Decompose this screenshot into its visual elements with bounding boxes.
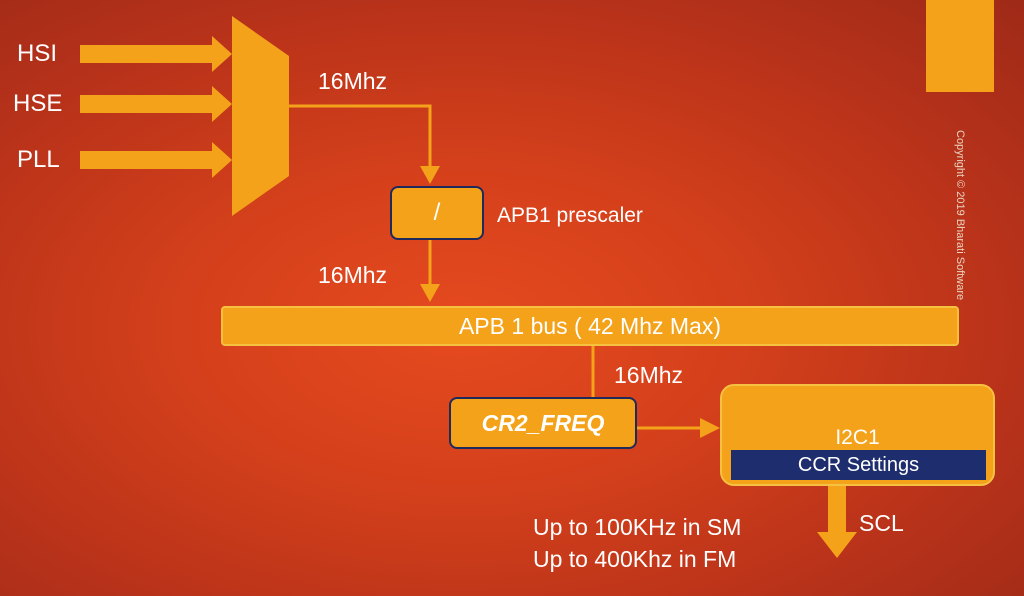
prescaler-output-frequency: 16Mhz xyxy=(318,262,388,288)
cr2-to-i2c-arrowhead xyxy=(700,418,720,438)
mux-to-prescaler-line xyxy=(289,104,432,168)
mux-output-frequency: 16Mhz xyxy=(318,68,388,94)
pll-arrow xyxy=(80,142,232,178)
clock-mux xyxy=(232,16,289,216)
prescaler-symbol: / xyxy=(433,199,441,226)
copyright-text: Copyright © 2019 Bharati Software xyxy=(954,130,966,301)
i2c1-block: I2C1 CCR Settings xyxy=(720,384,995,486)
cr2-freq-label: CR2_FREQ xyxy=(481,410,605,436)
cr2-freq-box: CR2_FREQ xyxy=(449,397,637,449)
corner-decoration xyxy=(926,0,994,92)
apb1-prescaler-label: APB1 prescaler xyxy=(497,204,643,227)
prescaler-to-bus-arrowhead xyxy=(420,284,440,302)
hse-arrow xyxy=(80,86,232,122)
apb1-bus: APB 1 bus ( 42 Mhz Max) xyxy=(221,306,959,346)
apb1-prescaler-box: / xyxy=(390,186,484,240)
hse-label: HSE xyxy=(13,90,63,117)
hsi-label: HSI xyxy=(17,40,58,67)
pll-label: PLL xyxy=(17,146,60,173)
ccr-settings: CCR Settings xyxy=(731,450,986,480)
bus-output-frequency: 16Mhz xyxy=(614,362,684,388)
scl-label: SCL xyxy=(859,510,904,536)
hsi-arrow xyxy=(80,36,232,72)
apb1-bus-label: APB 1 bus ( 42 Mhz Max) xyxy=(458,313,722,339)
i2c1-title: I2C1 xyxy=(835,426,880,449)
fm-speed-note: Up to 400Khz in FM xyxy=(533,546,737,572)
sm-speed-note: Up to 100KHz in SM xyxy=(533,514,742,540)
scl-output-arrow xyxy=(817,486,857,558)
mux-to-prescaler-arrowhead xyxy=(420,166,440,184)
